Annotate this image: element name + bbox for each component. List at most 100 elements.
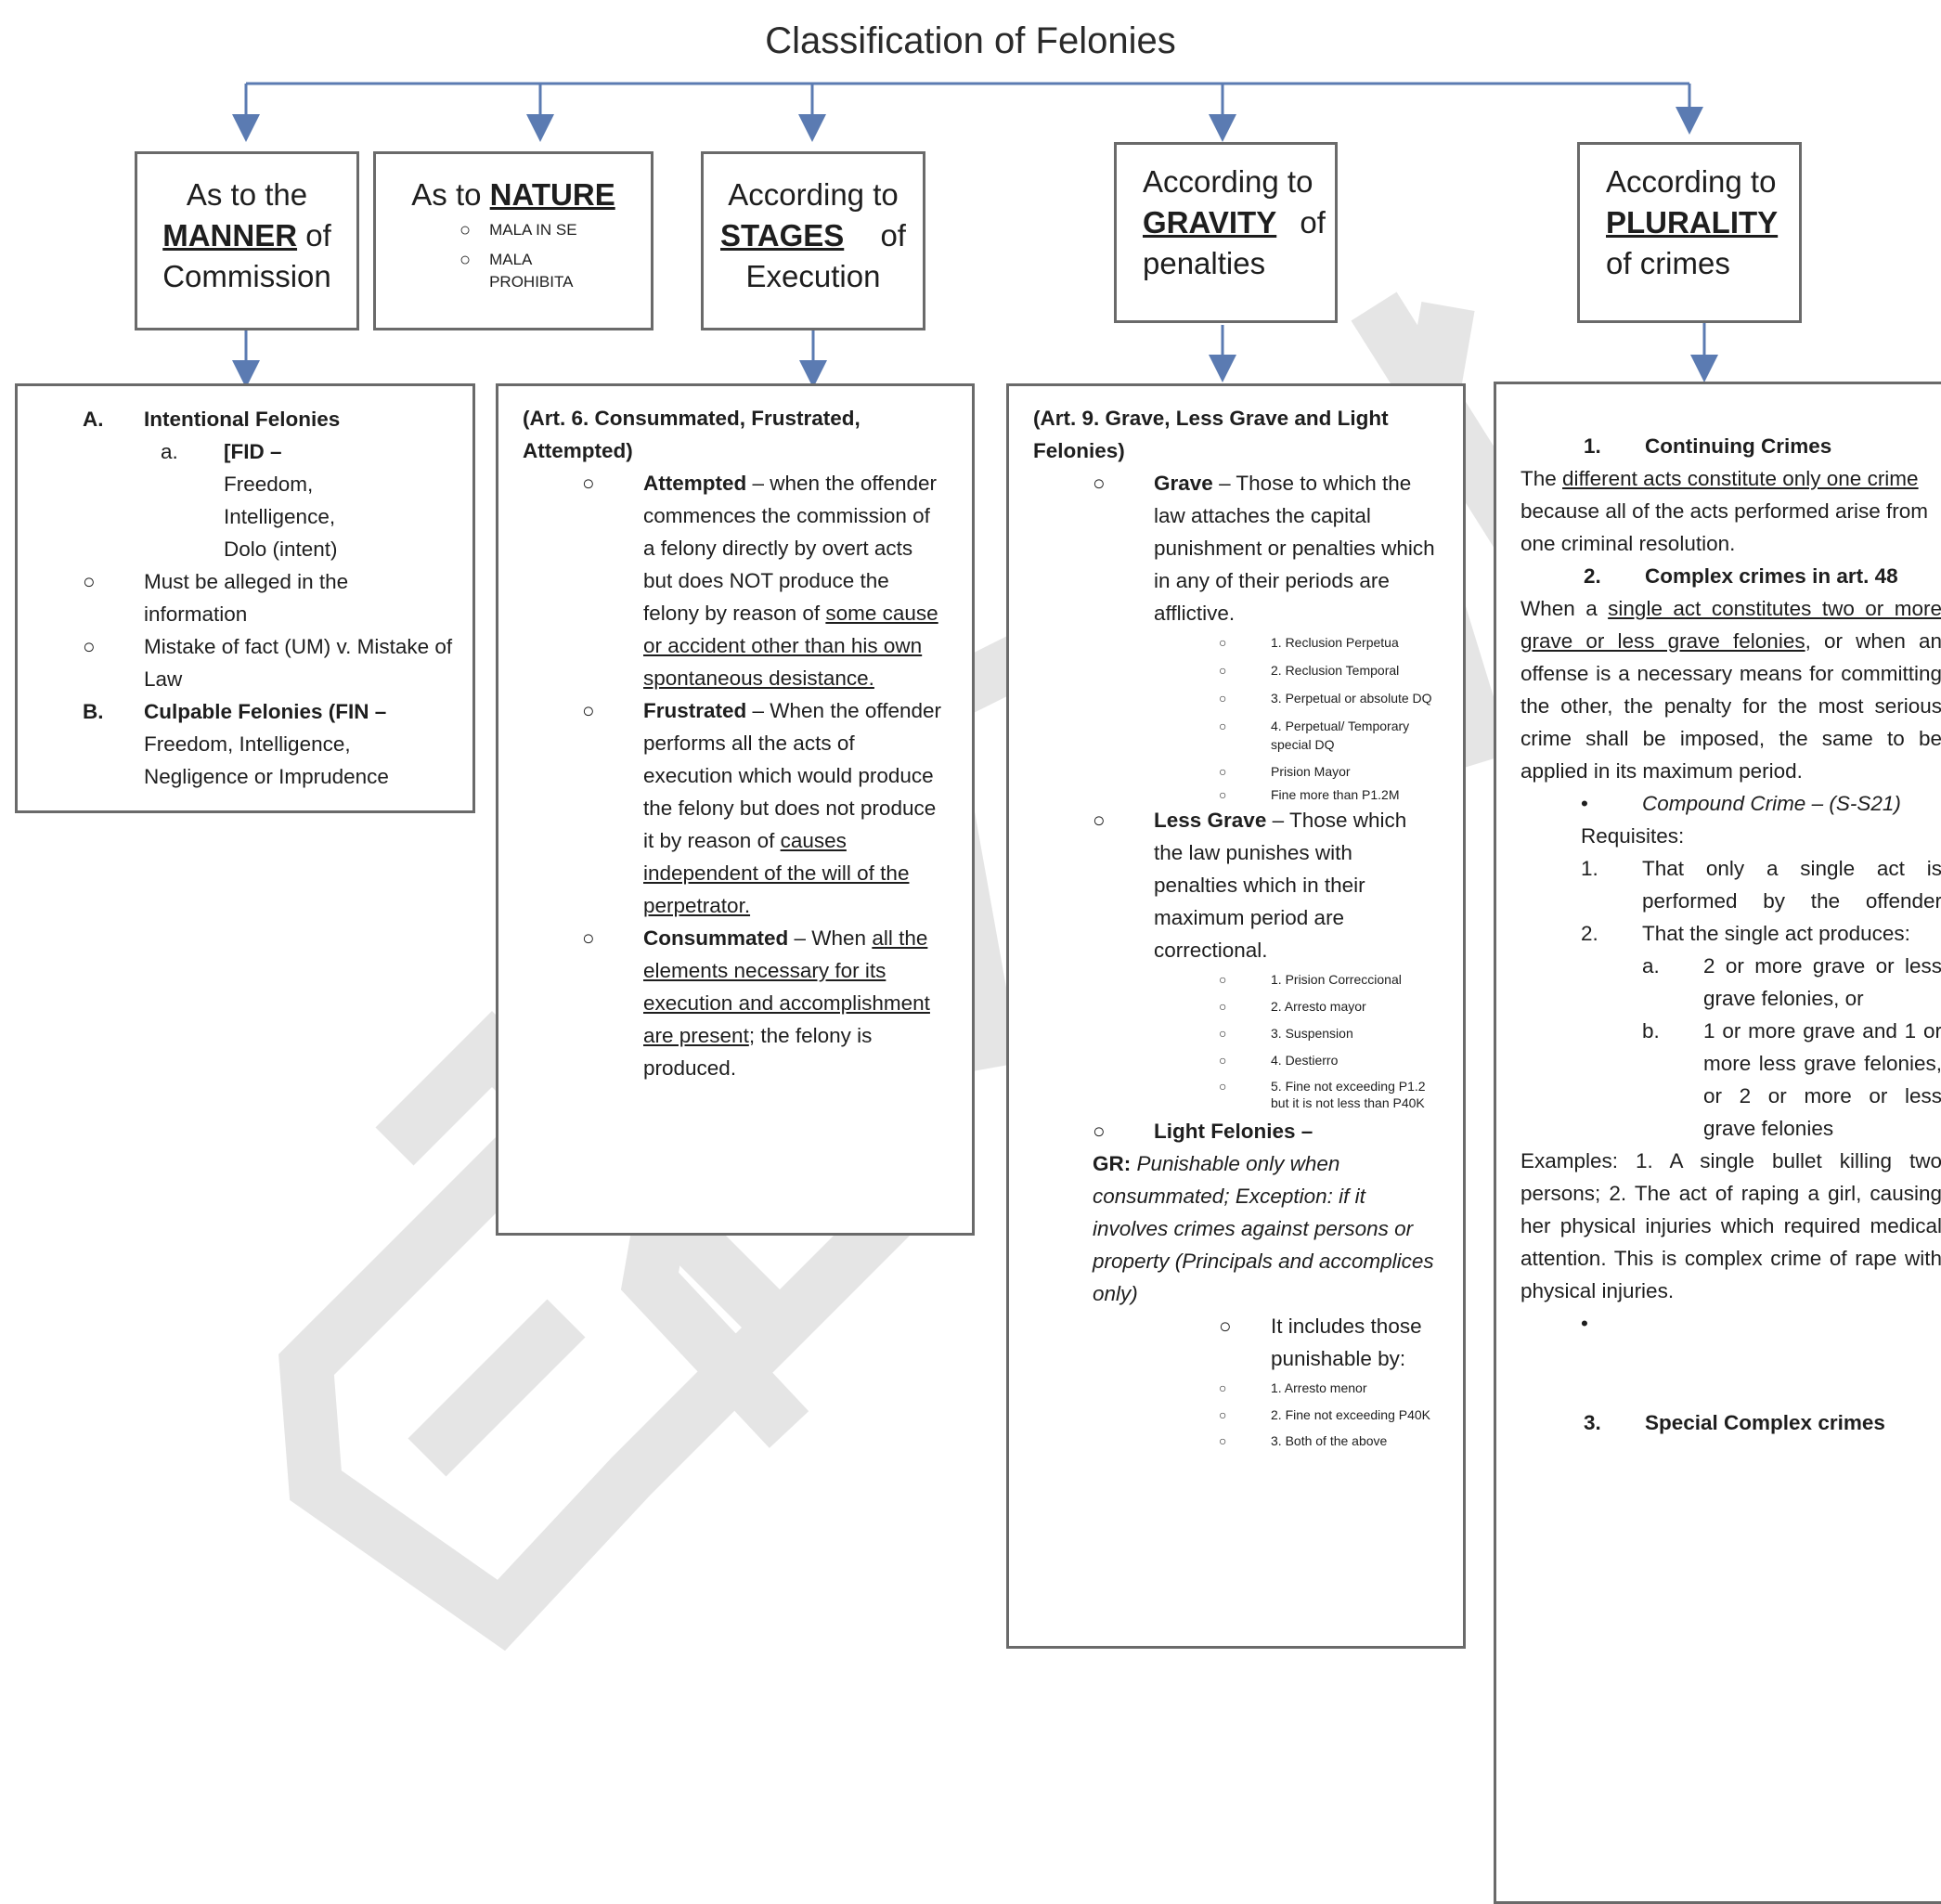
manner-bullet-text: Mistake of fact (UM) v. Mistake of Law: [144, 635, 453, 691]
grave-penalty-text: 3. Perpetual or absolute DQ: [1271, 691, 1432, 706]
culpable-title: Culpable Felonies (FIN –: [144, 700, 387, 723]
stages-detail-box: (Art. 6. Consummated, Frustrated, Attemp…: [496, 383, 975, 1236]
special-complex-heading: 3. Special Complex crimes: [1520, 1406, 1941, 1439]
fid-lines: [FID – Freedom, Intelligence, Dolo (inte…: [224, 435, 456, 565]
special-complex-title: Special Complex crimes: [1645, 1411, 1885, 1434]
continuing-underline: different acts constitute only one crime: [1562, 467, 1919, 490]
manner-bullet-1: ○ Must be alleged in the information: [83, 565, 456, 630]
category-stages-pre: According to: [728, 177, 899, 212]
circle-bullet-icon: ○: [1219, 999, 1227, 1014]
circle-bullet-icon: ○: [1219, 691, 1227, 706]
category-stages-box: According to STAGES of Execution: [701, 151, 925, 330]
light-penalty: ○2. Fine not exceeding P40K: [1219, 1402, 1437, 1428]
nature-item-label: MALA IN SE: [489, 221, 577, 239]
letter-a-sub: a.: [161, 440, 178, 463]
category-gravity-key: GRAVITY: [1143, 205, 1277, 240]
less-grave-penalty-text: 2. Arresto mayor: [1271, 999, 1366, 1014]
category-plurality-pre: According to: [1606, 164, 1777, 199]
less-grave-penalty: ○4. Destierro: [1219, 1047, 1437, 1074]
empty-bullet: •: [1581, 1307, 1941, 1340]
less-grave-penalty: ○1. Prision Correccional: [1219, 966, 1437, 993]
category-gravity-box: According to GRAVITY of penalties: [1114, 142, 1338, 323]
grave-penalty-text: Prision Mayor: [1271, 764, 1351, 779]
light-penalty-text: 3. Both of the above: [1271, 1433, 1388, 1448]
circle-bullet-icon: ○: [1093, 1120, 1106, 1143]
nature-item-2: ○ MALA PROHIBITA: [376, 249, 651, 293]
light-gr-label: GR:: [1093, 1152, 1132, 1175]
consummated-item: ○ Consummated – When all the elements ne…: [523, 922, 944, 1084]
circle-bullet-icon: ○: [1219, 635, 1227, 650]
frustrated-item: ○ Frustrated – When the offender perform…: [523, 694, 944, 922]
stages-heading: (Art. 6. Consummated, Frustrated, Attemp…: [523, 407, 861, 462]
num-req-2: 2.: [1581, 922, 1598, 945]
light-text: Punishable only when consummated; Except…: [1093, 1152, 1434, 1305]
culpable-body: Culpable Felonies (FIN – Freedom, Intell…: [144, 695, 456, 793]
examples-text: Examples: 1. A single bullet killing two…: [1520, 1149, 1941, 1302]
manner-detail-box: A. Intentional Felonies a. [FID – Freedo…: [15, 383, 475, 813]
less-grave-penalty-list: ○1. Prision Correccional ○2. Arresto may…: [1219, 966, 1437, 1111]
category-stages-line: STAGES of: [704, 215, 923, 256]
complex-heading: 2. Complex crimes in art. 48: [1520, 560, 1941, 592]
circle-bullet-icon: ○: [1093, 809, 1106, 832]
grave-penalty: ○Fine more than P1.2M: [1219, 785, 1437, 804]
circle-bullet-icon: ○: [1219, 663, 1227, 678]
fid-block: a. [FID – Freedom, Intelligence, Dolo (i…: [161, 435, 456, 565]
light-penalty-text: 1. Arresto menor: [1271, 1380, 1367, 1395]
circle-bullet-icon: ○: [1219, 1315, 1232, 1338]
category-plurality-key: PLURALITY: [1606, 205, 1779, 240]
category-manner-line: MANNER of: [137, 215, 356, 256]
consummated-tail: ; the felony is produced.: [643, 1024, 873, 1080]
requisite-2b: b. 1 or more grave and 1 or more less gr…: [1642, 1015, 1941, 1145]
light-felonies-item: ○ Light Felonies –: [1033, 1115, 1437, 1147]
less-grave-penalty-text: 5. Fine not exceeding P1.2 but it is not…: [1271, 1079, 1426, 1110]
gravity-heading: (Art. 9. Grave, Less Grave and Light Fel…: [1033, 407, 1389, 462]
attempted-item: ○ Attempted – when the offender commence…: [523, 467, 944, 694]
fid-line-4: Dolo (intent): [224, 538, 338, 561]
circle-bullet-icon: ○: [459, 220, 472, 240]
complex-underline: single act constitutes two or more grave…: [1520, 597, 1941, 653]
requisite-1: 1. That only a single act is performed b…: [1581, 852, 1941, 917]
less-grave-penalty: ○ 2. Arresto mayor: [1219, 993, 1437, 1020]
grave-penalty-list: ○ 1. Reclusion Perpetua ○ 2. Reclusion Tem…: [1219, 629, 1437, 804]
light-includes-text: It includes those punishable by:: [1271, 1315, 1422, 1370]
light-text-block: GR: Punishable only when consummated; Ex…: [1093, 1147, 1437, 1310]
circle-bullet-icon: ○: [1219, 1433, 1227, 1448]
category-manner-post1: of: [305, 218, 331, 253]
consummated-label: Consummated: [643, 926, 789, 950]
compound-item: • Compound Crime – (S-S21): [1581, 787, 1941, 820]
grave-penalty: ○Prision Mayor: [1219, 758, 1437, 785]
num-1: 1.: [1584, 434, 1601, 458]
culpable-heading: B. Culpable Felonies (FIN – Freedom, Int…: [83, 695, 456, 793]
grave-item: ○ Grave – Those to which the law attache…: [1033, 467, 1437, 629]
circle-bullet-icon: ○: [83, 570, 96, 593]
light-includes-item: ○ It includes those punishable by:: [1219, 1310, 1437, 1375]
category-manner-pre: As to the: [186, 177, 308, 212]
circle-bullet-icon: ○: [1093, 472, 1106, 495]
requisite-1-text: That only a single act is performed by t…: [1642, 857, 1941, 913]
bullet-dot-icon: •: [1581, 792, 1588, 815]
letter-a: A.: [83, 408, 104, 431]
circle-bullet-icon: ○: [1219, 719, 1227, 733]
circle-bullet-icon: ○: [582, 926, 595, 950]
frustrated-underline: causes independent of the will of the pe…: [643, 829, 910, 917]
frustrated-label: Frustrated: [643, 699, 747, 722]
gravity-detail-box: (Art. 9. Grave, Less Grave and Light Fel…: [1006, 383, 1466, 1649]
circle-bullet-icon: ○: [1219, 1079, 1227, 1094]
requisite-2: 2. That the single act produces:: [1581, 917, 1941, 950]
grave-penalty: ○ 2. Reclusion Temporal: [1219, 656, 1437, 684]
light-penalty: ○ 3. Both of the above: [1219, 1428, 1437, 1455]
grave-penalty-text: 1. Reclusion Perpetua: [1271, 635, 1399, 650]
grave-penalty-text: 2. Reclusion Temporal: [1271, 663, 1400, 678]
circle-bullet-icon: ○: [1219, 1407, 1227, 1422]
circle-bullet-icon: ○: [459, 250, 472, 270]
category-stages-post1: of: [880, 218, 906, 253]
plurality-detail-box: 1. Continuing Crimes The different acts …: [1494, 382, 1941, 1904]
complex-text-block: When a single act constitutes two or mor…: [1520, 592, 1941, 787]
fid-line-1: [FID –: [224, 440, 282, 463]
light-label: Light Felonies –: [1154, 1120, 1313, 1143]
attempted-text-block: Attempted – when the offender commences …: [643, 467, 944, 694]
continuing-text-block: The different acts constitute only one c…: [1520, 462, 1941, 560]
less-grave-penalty-text: 1. Prision Correccional: [1271, 972, 1402, 987]
grave-text: – Those to which the law attaches the ca…: [1154, 472, 1435, 625]
